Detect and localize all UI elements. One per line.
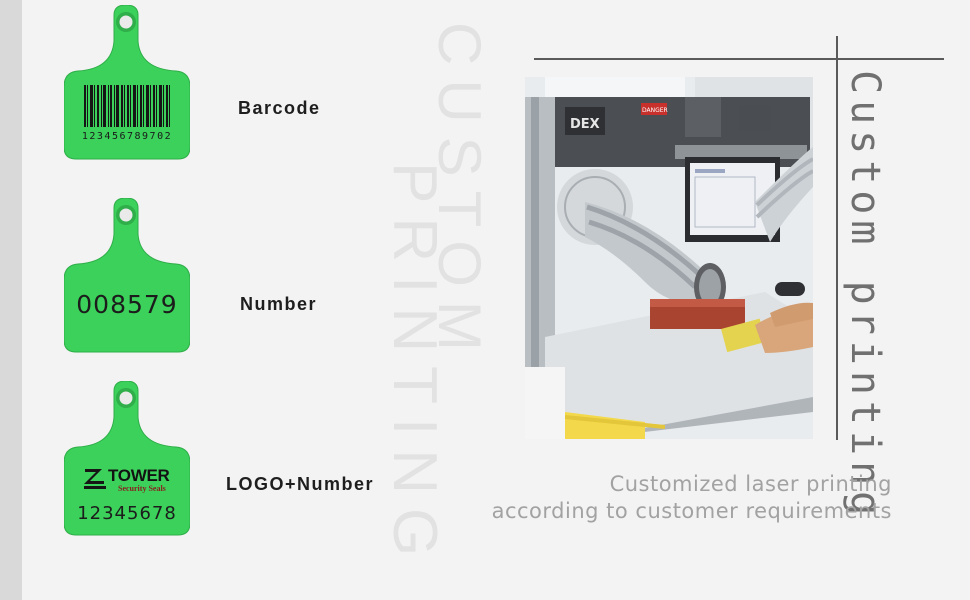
logo-name: TOWER [108, 466, 170, 485]
logo-subtitle: Security Seals [118, 484, 166, 493]
machine-brand: DEX [570, 117, 600, 132]
section-heading: Custom printing [842, 70, 888, 522]
tower-logo-icon [84, 469, 106, 489]
laser-machine-illustration: DEX DANGER [525, 77, 813, 439]
barcode-icon [84, 85, 170, 127]
frame-rule-vertical [836, 36, 838, 440]
frame-rule-horizontal [534, 58, 944, 60]
barcode-ear-tag: 123456789702 [64, 5, 190, 165]
tag-number: 12345678 [77, 503, 177, 524]
left-edge-strip [0, 0, 22, 600]
tag-number: 008579 [76, 290, 178, 319]
tower-logo: TOWER Security Seals [82, 465, 186, 493]
number-ear-tag: 008579 [64, 198, 190, 358]
warning-label: DANGER [642, 107, 668, 114]
logo-number-ear-tag: TOWER Security Seals 12345678 [64, 381, 190, 541]
laser-machine-photo: DEX DANGER [525, 77, 813, 439]
caption-line-1: Customized laser printing [609, 472, 892, 496]
caption-line-2: according to customer requirements [491, 499, 892, 523]
barcode-label: Barcode [238, 98, 321, 118]
barcode-digits: 123456789702 [81, 131, 173, 142]
number-label: Number [240, 294, 318, 314]
ear-tag-shape [64, 5, 190, 160]
ear-tag-shape [64, 198, 190, 353]
watermark-printing: PRINTING [380, 162, 449, 571]
logo-number-label: LOGO+Number [226, 474, 375, 494]
